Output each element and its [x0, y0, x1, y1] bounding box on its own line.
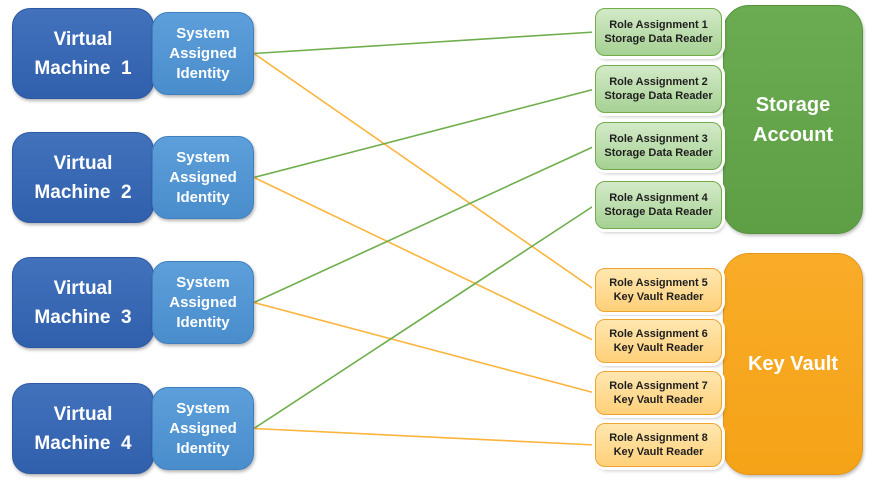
- role-assignment-6: Role Assignment 6 Key Vault Reader: [595, 319, 722, 363]
- role-assignment-4: Role Assignment 4 Storage Data Reader: [595, 181, 722, 229]
- connector-system-assigned-identity-1-to-role-assignment-1: [253, 31, 596, 55]
- role-assignment-2: Role Assignment 2 Storage Data Reader: [595, 65, 722, 113]
- system-assigned-identity-4-label: System Assigned Identity: [169, 399, 237, 457]
- virtual-machine-3-label: Virtual Machine 3: [34, 277, 132, 328]
- system-assigned-identity-1-label: System Assigned Identity: [169, 24, 237, 82]
- virtual-machine-4-label: Virtual Machine 4: [34, 403, 132, 454]
- system-assigned-identity-4: System Assigned Identity: [152, 387, 254, 470]
- role-assignment-4-label: Role Assignment 4 Storage Data Reader: [604, 191, 713, 219]
- connector-system-assigned-identity-3-to-role-assignment-3: [253, 145, 596, 304]
- connector-system-assigned-identity-1-to-role-assignment-5: [253, 52, 596, 291]
- role-assignment-8-label: Role Assignment 8 Key Vault Reader: [609, 431, 708, 459]
- role-assignment-7-label: Role Assignment 7 Key Vault Reader: [609, 379, 708, 407]
- system-assigned-identity-2-label: System Assigned Identity: [169, 148, 237, 206]
- role-assignment-3: Role Assignment 3 Storage Data Reader: [595, 122, 722, 170]
- role-assignment-7: Role Assignment 7 Key Vault Reader: [595, 371, 722, 415]
- system-assigned-identity-3-label: System Assigned Identity: [169, 273, 237, 331]
- virtual-machine-1: Virtual Machine 1: [12, 8, 154, 99]
- role-assignment-5: Role Assignment 5 Key Vault Reader: [595, 268, 722, 312]
- virtual-machine-2: Virtual Machine 2: [12, 132, 154, 223]
- connector-system-assigned-identity-4-to-role-assignment-4: [253, 204, 596, 430]
- connector-system-assigned-identity-2-to-role-assignment-6: [253, 176, 596, 342]
- virtual-machine-3: Virtual Machine 3: [12, 257, 154, 348]
- role-assignment-8: Role Assignment 8 Key Vault Reader: [595, 423, 722, 467]
- role-assignment-1-label: Role Assignment 1 Storage Data Reader: [604, 18, 713, 46]
- virtual-machine-2-label: Virtual Machine 2: [34, 152, 132, 203]
- system-assigned-identity-1: System Assigned Identity: [152, 12, 254, 95]
- role-assignment-3-label: Role Assignment 3 Storage Data Reader: [604, 132, 713, 160]
- connector-system-assigned-identity-3-to-role-assignment-7: [253, 301, 596, 394]
- key-vault-label: Key Vault: [747, 353, 839, 375]
- role-assignment-6-label: Role Assignment 6 Key Vault Reader: [609, 327, 708, 355]
- role-assignment-1: Role Assignment 1 Storage Data Reader: [595, 8, 722, 56]
- key-vault: Key Vault: [723, 253, 863, 475]
- virtual-machine-4: Virtual Machine 4: [12, 383, 154, 474]
- storage-account-label: Storage Account: [753, 93, 833, 146]
- connector-system-assigned-identity-4-to-role-assignment-8: [253, 427, 596, 446]
- virtual-machine-1-label: Virtual Machine 1: [34, 28, 132, 79]
- system-assigned-identity-2: System Assigned Identity: [152, 136, 254, 219]
- role-assignment-5-label: Role Assignment 5 Key Vault Reader: [609, 276, 708, 304]
- role-assignment-2-label: Role Assignment 2 Storage Data Reader: [604, 75, 713, 103]
- system-assigned-identity-3: System Assigned Identity: [152, 261, 254, 344]
- connector-system-assigned-identity-2-to-role-assignment-2: [253, 88, 596, 179]
- storage-account: Storage Account: [723, 5, 863, 234]
